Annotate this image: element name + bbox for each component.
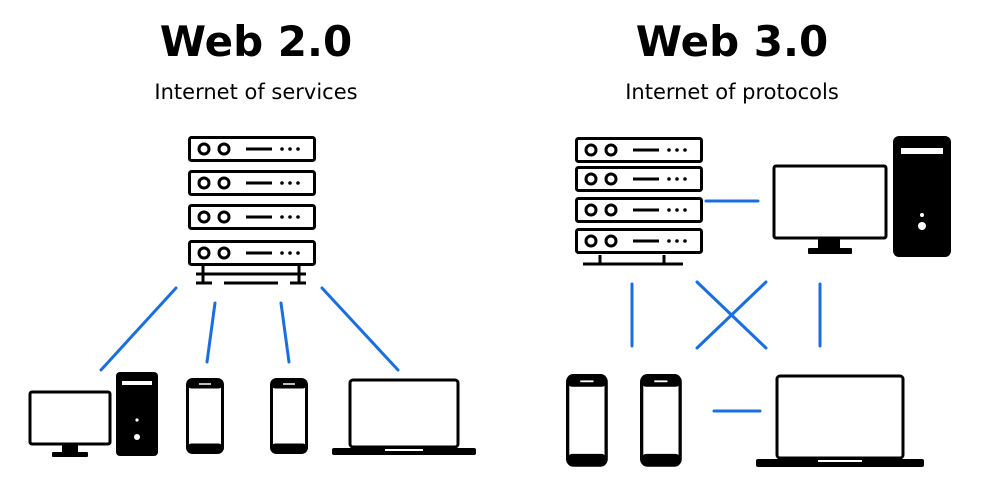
web3-smartphone-icon: [639, 373, 682, 467]
web2-smartphone-icon: [186, 378, 224, 454]
web2-desktop-computer-icon: [28, 372, 158, 457]
web3-desktop-computer-icon: [772, 136, 951, 257]
web2-laptop-icon: [332, 378, 476, 455]
web3-connector-lines: [630, 199, 822, 413]
web3-smartphone-icon: [565, 373, 608, 467]
web3-server-rack-icon: [575, 137, 703, 266]
web2-smartphone-icon: [270, 378, 308, 454]
web2-title: Web 2.0: [159, 17, 353, 66]
web2-server-rack-icon: [188, 136, 316, 285]
web3-laptop-icon: [756, 374, 924, 467]
web2-connector-lines: [99, 286, 400, 372]
web3-title: Web 3.0: [635, 17, 829, 66]
web3-subtitle: Internet of protocols: [625, 80, 839, 104]
web2-subtitle: Internet of services: [154, 80, 358, 104]
